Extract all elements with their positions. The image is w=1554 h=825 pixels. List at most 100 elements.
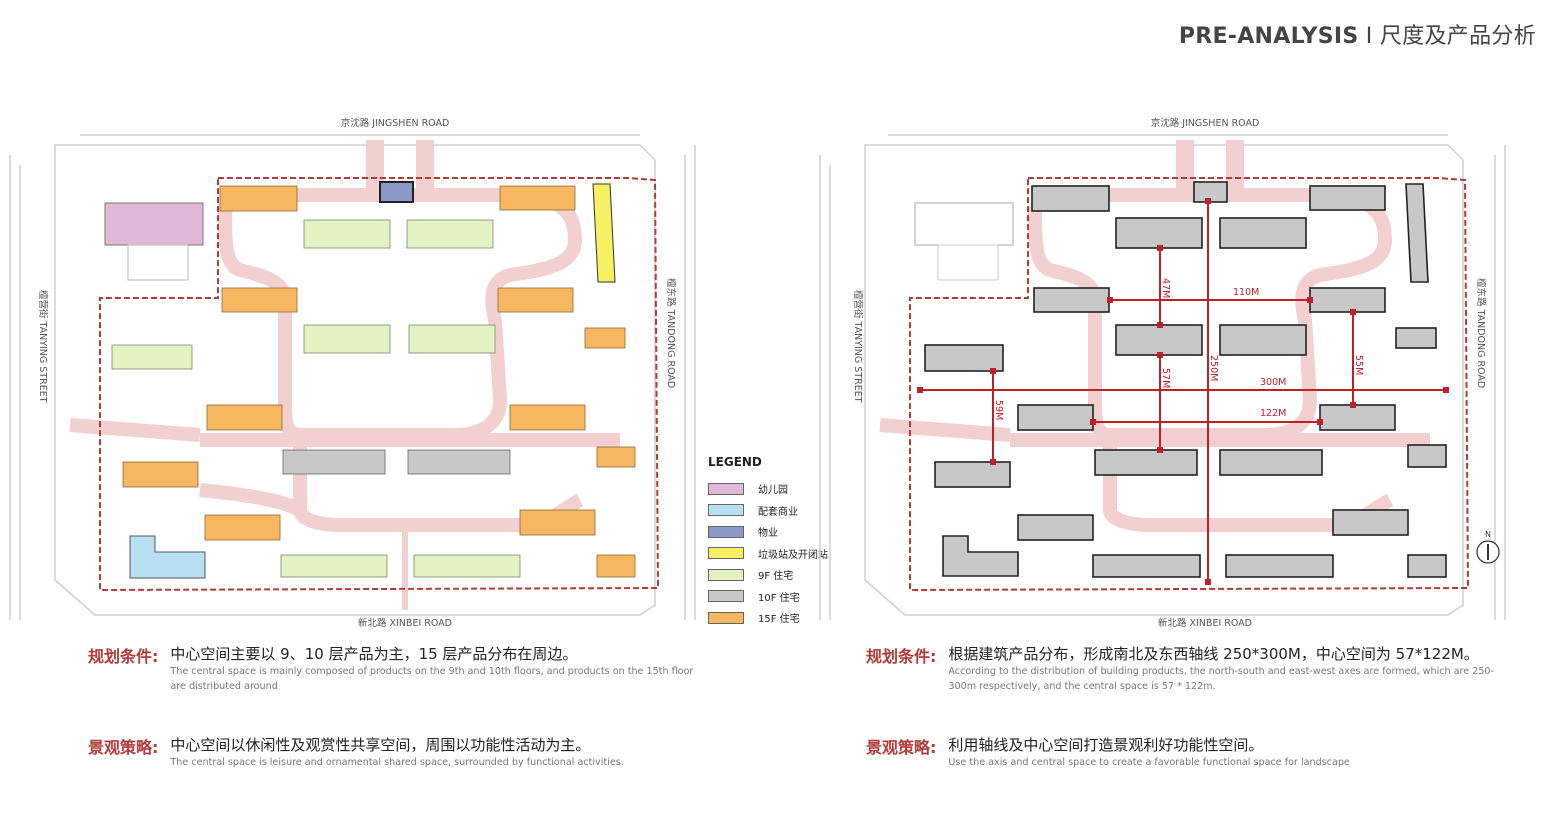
landscape-key: 景观策略:	[866, 738, 937, 757]
buildings-10f	[282, 449, 511, 475]
east-road-label: 檀东路 TANDONG ROAD	[665, 278, 677, 388]
building	[924, 344, 1004, 372]
legend-label: 垃圾站及开闭站	[758, 549, 828, 561]
east-road-label: 檀东路 TANDONG ROAD	[1475, 278, 1487, 388]
legend-item: 15F 住宅	[708, 607, 868, 629]
site-plan-left-svg: 京沈路 JINGSHEN ROAD 新北路 XINBEI ROAD 檀营街 TA…	[9, 117, 696, 629]
landscape-en: Use the axis and central space to create…	[948, 757, 1350, 768]
site-plan-product-distribution: 京沈路 JINGSHEN ROAD 新北路 XINBEI ROAD 檀营街 TA…	[0, 100, 700, 640]
legend-title: LEGEND	[708, 455, 762, 469]
building	[1219, 449, 1323, 476]
north-entrance-road	[366, 140, 434, 195]
building	[1309, 287, 1386, 313]
legend-swatch	[708, 590, 744, 603]
dim-122: 122M	[1260, 408, 1286, 419]
dim-250: 250M	[1208, 355, 1219, 381]
dim-55: 55M	[1353, 355, 1364, 375]
buildings-grey	[924, 181, 1447, 578]
building-15f	[499, 185, 576, 211]
building	[1395, 327, 1437, 349]
legend-label: 配套商业	[758, 506, 798, 518]
building	[1225, 554, 1334, 578]
legend-swatch	[708, 547, 744, 560]
site-plan-axis-analysis: 47M 110M 250M 55M 57M 300M 59M 122M N 京沈…	[808, 100, 1508, 640]
building	[1219, 217, 1307, 249]
legend-swatch	[708, 568, 744, 581]
building-15f	[206, 404, 283, 431]
legend-label: 幼儿园	[758, 485, 788, 497]
building-15f	[221, 287, 298, 313]
building	[1405, 183, 1429, 283]
planning-en: According to the distribution of buildin…	[948, 666, 1494, 692]
dim-300: 300M	[1260, 377, 1286, 388]
building-15f	[497, 287, 574, 313]
kindergarten-building	[104, 202, 204, 246]
building	[1031, 185, 1110, 212]
building-15f	[596, 554, 636, 578]
west-road-label: 檀营街 TANYING STREET	[852, 290, 864, 403]
building-15f	[204, 514, 281, 541]
south-road-label: 新北路 XINBEI ROAD	[1158, 617, 1252, 629]
landscape-zh: 利用轴线及中心空间打造景观利好功能性空间。	[948, 736, 1264, 754]
west-road-edge	[819, 155, 831, 620]
north-road-label: 京沈路 JINGSHEN ROAD	[1151, 117, 1260, 129]
dim-59: 59M	[993, 400, 1004, 420]
building-15f	[596, 446, 636, 468]
planning-key: 规划条件:	[88, 647, 159, 666]
east-road-edge	[1494, 145, 1506, 620]
legend-label: 10F 住宅	[758, 592, 800, 604]
east-road-edge	[684, 145, 696, 620]
planning-key: 规划条件:	[866, 647, 937, 666]
kindergarten-yard	[127, 244, 189, 281]
axis-lines	[920, 201, 1446, 582]
planning-zh: 根据建筑产品分布，形成南北及东西轴线 250*300M，中心空间为 57*122…	[948, 645, 1479, 663]
building-15f	[219, 185, 298, 212]
building-9f	[280, 554, 388, 578]
right-landscape-caption: 景观策略: 利用轴线及中心空间打造景观利好功能性空间。 Use the axis…	[866, 734, 1496, 770]
south-road-label: 新北路 XINBEI ROAD	[358, 617, 452, 629]
legend-item: 物业	[708, 521, 868, 543]
north-road-label: 京沈路 JINGSHEN ROAD	[341, 117, 450, 129]
title-chinese: 尺度及产品分析	[1379, 24, 1536, 49]
legend-item: 9F 住宅	[708, 564, 868, 586]
outer-curb	[54, 144, 656, 616]
kindergarten-outline	[914, 202, 1014, 246]
buildings-9f	[111, 219, 521, 578]
left-planning-caption: 规划条件: 中心空间主要以 9、10 层产品为主，15 层产品分布在周边。 Th…	[88, 643, 698, 694]
page-title: PRE-ANALYSIS I 尺度及产品分析	[1179, 18, 1536, 50]
garbage-station	[592, 183, 616, 283]
site-plan-right-svg: 47M 110M 250M 55M 57M 300M 59M 122M N 京沈…	[819, 117, 1506, 629]
west-road-edge	[9, 155, 21, 620]
buildings-15f	[122, 185, 636, 578]
site-boundary	[909, 177, 1470, 592]
legend-swatch	[708, 504, 744, 517]
site-boundary	[99, 177, 660, 592]
building-15f	[509, 404, 586, 431]
north-label: N	[1485, 530, 1491, 539]
landscape-en: The central space is leisure and ornamen…	[170, 757, 624, 768]
right-planning-caption: 规划条件: 根据建筑产品分布，形成南北及东西轴线 250*300M，中心空间为 …	[866, 643, 1496, 694]
west-road-label: 檀营街 TANYING STREET	[37, 290, 49, 403]
planning-en: The central space is mainly composed of …	[170, 666, 694, 692]
building	[942, 535, 1019, 577]
building-15f	[584, 327, 626, 349]
dim-110: 110M	[1233, 287, 1259, 298]
building	[1017, 404, 1094, 431]
property-building	[379, 181, 414, 203]
planning-zh: 中心空间主要以 9、10 层产品为主，15 层产品分布在周边。	[170, 645, 578, 663]
landscape-key: 景观策略:	[88, 738, 159, 757]
building-10f	[407, 449, 511, 475]
building	[1094, 449, 1198, 476]
legend-item: 10F 住宅	[708, 586, 868, 608]
building	[1115, 217, 1203, 249]
building	[1319, 404, 1396, 431]
building	[1115, 324, 1203, 356]
legend-swatch	[708, 482, 744, 495]
building	[1309, 185, 1386, 211]
building-10f	[282, 449, 386, 475]
legend: LEGEND 幼儿园 配套商业 物业 垃圾站及开闭站 9F 住宅 10F 住宅 …	[708, 455, 868, 629]
building-9f	[413, 554, 521, 578]
building-9f	[303, 219, 391, 249]
legend-item: 垃圾站及开闭站	[708, 543, 868, 565]
building-15f	[122, 461, 199, 488]
